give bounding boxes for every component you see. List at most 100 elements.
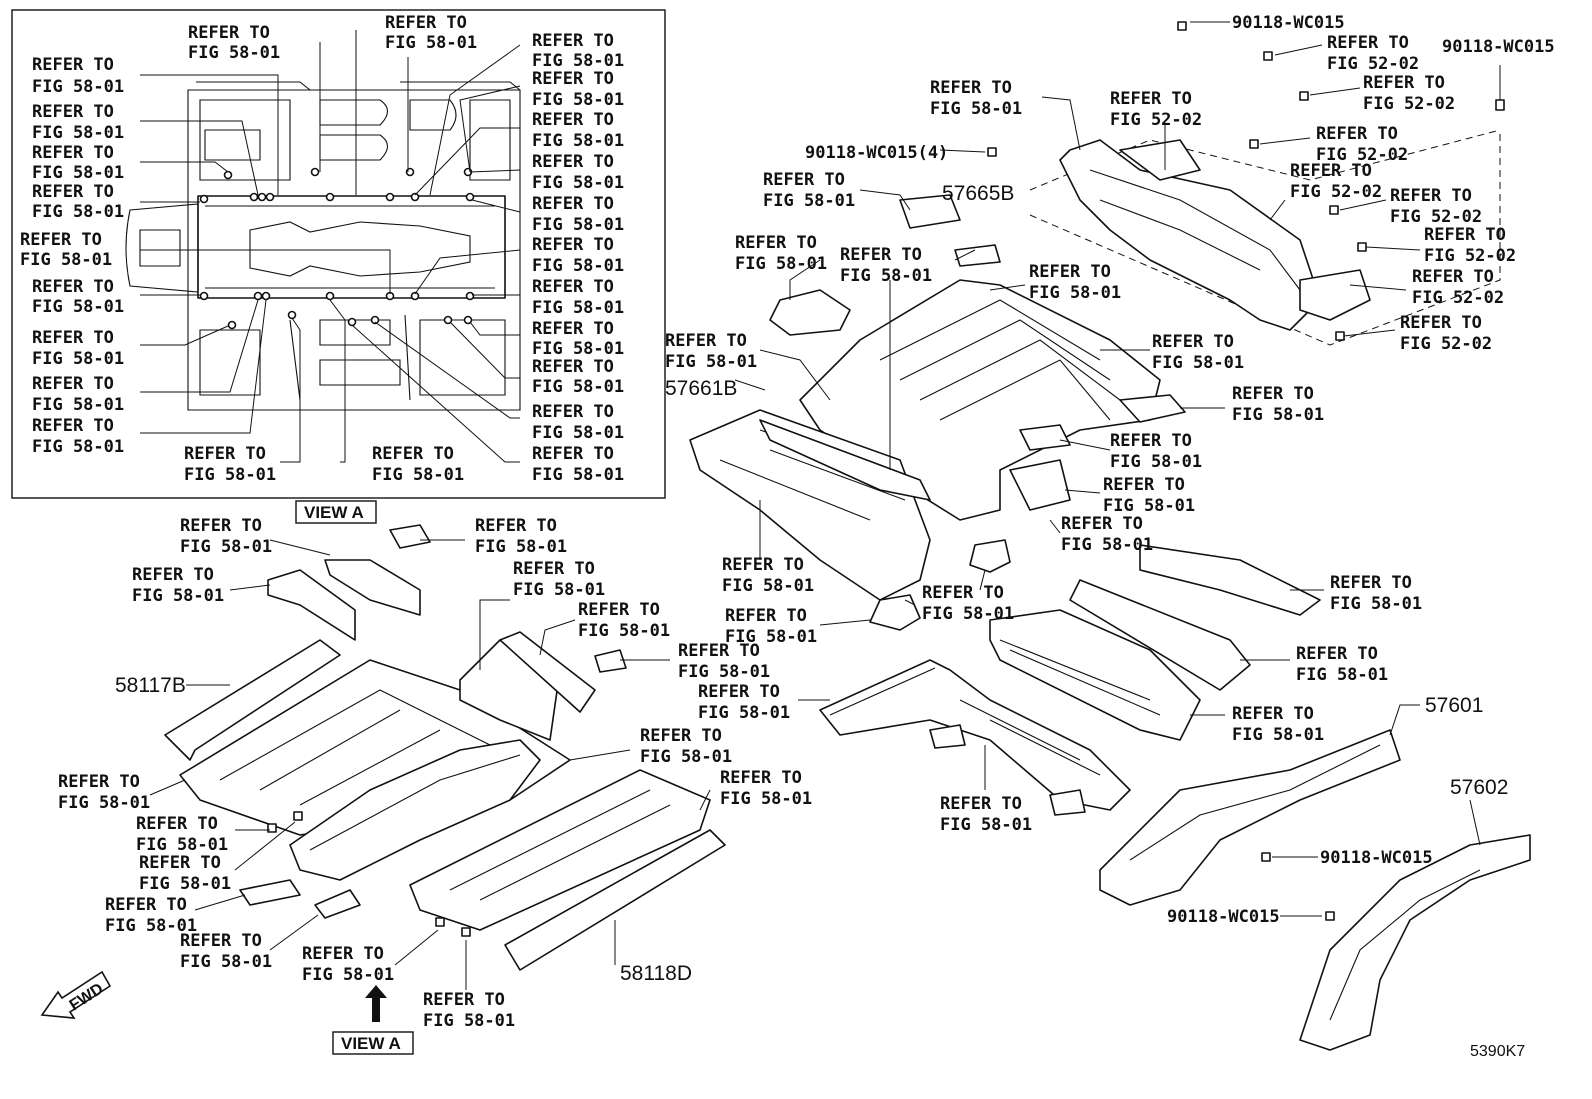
- ref-label: REFER TO: [1029, 262, 1111, 282]
- ref-label: REFER TO: [735, 233, 817, 253]
- part-number: 58118D: [620, 962, 692, 985]
- ref-label: REFER TO: [1330, 573, 1412, 593]
- ref-label: FIG 58-01: [532, 131, 624, 151]
- ref-label: FIG 58-01: [132, 586, 224, 606]
- ref-label: REFER TO: [1296, 644, 1378, 664]
- part-number: 57661B: [665, 377, 737, 400]
- ref-label: REFER TO: [678, 641, 760, 661]
- ref-label: FIG 58-01: [722, 576, 814, 596]
- ref-label: REFER TO: [665, 331, 747, 351]
- ref-label: REFER TO: [513, 559, 595, 579]
- ref-label: REFER TO: [32, 55, 114, 75]
- ref-label: FIG 58-01: [735, 254, 827, 274]
- ref-label: FIG 58-01: [840, 266, 932, 286]
- bolt-label: 90118-WC015: [1232, 13, 1345, 33]
- ref-label: FIG 58-01: [32, 437, 124, 457]
- ref-label: FIG 58-01: [930, 99, 1022, 119]
- ref-label: FIG 58-01: [532, 298, 624, 318]
- view-a-callout-bottom: VIEW A: [332, 985, 414, 1055]
- ref-label: FIG 58-01: [372, 465, 464, 485]
- center-tunnel-rail: [819, 659, 1131, 816]
- ref-label: FIG 58-01: [665, 352, 757, 372]
- ref-label: REFER TO: [722, 555, 804, 575]
- ref-label: REFER TO: [139, 853, 221, 873]
- ref-label: FIG 52-02: [1390, 207, 1482, 227]
- ref-label: REFER TO: [180, 931, 262, 951]
- ref-label: FIG 58-01: [640, 747, 732, 767]
- ref-label: REFER TO: [1400, 313, 1482, 333]
- ref-label: REFER TO: [640, 726, 722, 746]
- ref-label: FIG 58-01: [32, 163, 124, 183]
- fwd-arrow-icon: FWD: [40, 970, 112, 1019]
- ref-label: REFER TO: [1232, 704, 1314, 724]
- side-member-57602: [1299, 834, 1531, 1051]
- ref-label: FIG 58-01: [1152, 353, 1244, 373]
- ref-label: REFER TO: [532, 277, 614, 297]
- ref-label: REFER TO: [58, 772, 140, 792]
- ref-label: FIG 58-01: [1110, 452, 1202, 472]
- ref-label: REFER TO: [475, 516, 557, 536]
- ref-label: REFER TO: [184, 444, 266, 464]
- ref-label: REFER TO: [180, 516, 262, 536]
- part-number: 57602: [1450, 776, 1508, 799]
- ref-label: FIG 58-01: [1103, 496, 1195, 516]
- view-a-inset-frame: [11, 9, 666, 499]
- part-number: 57665B: [942, 182, 1014, 205]
- ref-label: FIG 58-01: [532, 90, 624, 110]
- ref-label: FIG 58-01: [532, 215, 624, 235]
- ref-label: FIG 58-01: [532, 339, 624, 359]
- svg-text:VIEW A: VIEW A: [304, 503, 364, 522]
- ref-label: REFER TO: [188, 23, 270, 43]
- ref-label: FIG 52-02: [1110, 110, 1202, 130]
- ref-label: FIG 58-01: [139, 874, 231, 894]
- ref-label: REFER TO: [1316, 124, 1398, 144]
- ref-label: FIG 58-01: [720, 789, 812, 809]
- ref-label: REFER TO: [922, 583, 1004, 603]
- ref-label: FIG 58-01: [180, 537, 272, 557]
- ref-label: REFER TO: [1290, 161, 1372, 181]
- ref-label: FIG 58-01: [302, 965, 394, 985]
- view-arrow-icon: [365, 985, 387, 1022]
- ref-label: REFER TO: [725, 606, 807, 626]
- ref-label: FIG 58-01: [1029, 283, 1121, 303]
- ref-label: REFER TO: [578, 600, 660, 620]
- ref-label: FIG 58-01: [532, 173, 624, 193]
- bolt-label: 90118-WC015: [1442, 37, 1555, 57]
- ref-label: REFER TO: [105, 895, 187, 915]
- diagram-code: 5390K7: [1470, 1043, 1525, 1060]
- ref-label: FIG 52-02: [1412, 288, 1504, 308]
- ref-label: FIG 58-01: [922, 604, 1014, 624]
- ref-label: FIG 58-01: [532, 423, 624, 443]
- ref-label: FIG 58-01: [578, 621, 670, 641]
- right-side-crossmembers: [869, 539, 1321, 741]
- ref-label: FIG 58-01: [32, 349, 124, 369]
- part-number: 58117B: [115, 674, 186, 697]
- ref-label: REFER TO: [532, 152, 614, 172]
- ref-label: REFER TO: [32, 182, 114, 202]
- bolt-label: 90118-WC015(4): [805, 143, 948, 163]
- ref-label: REFER TO: [1232, 384, 1314, 404]
- ref-label: FIG 52-02: [1290, 182, 1382, 202]
- front-floor-assembly: [164, 524, 726, 971]
- ref-label: FIG 52-02: [1363, 94, 1455, 114]
- side-member-57601: [1099, 729, 1401, 906]
- ref-label: FIG 52-02: [1316, 145, 1408, 165]
- svg-text:VIEW A: VIEW A: [341, 1034, 401, 1053]
- ref-label: REFER TO: [1061, 514, 1143, 534]
- ref-label: REFER TO: [532, 110, 614, 130]
- ref-label: REFER TO: [532, 357, 614, 377]
- ref-label: FIG 58-01: [20, 250, 112, 270]
- ref-label: REFER TO: [532, 235, 614, 255]
- rear-crossmember-assembly: [1029, 129, 1501, 346]
- ref-label: REFER TO: [32, 143, 114, 163]
- view-a-callout-top: VIEW A: [295, 500, 377, 524]
- ref-label: REFER TO: [302, 944, 384, 964]
- ref-label: REFER TO: [1327, 33, 1409, 53]
- ref-label: REFER TO: [532, 194, 614, 214]
- ref-label: REFER TO: [532, 444, 614, 464]
- ref-label: REFER TO: [720, 768, 802, 788]
- ref-label: REFER TO: [32, 374, 114, 394]
- ref-label: FIG 58-01: [32, 77, 124, 97]
- ref-label: FIG 58-01: [385, 33, 477, 53]
- ref-label: REFER TO: [532, 319, 614, 339]
